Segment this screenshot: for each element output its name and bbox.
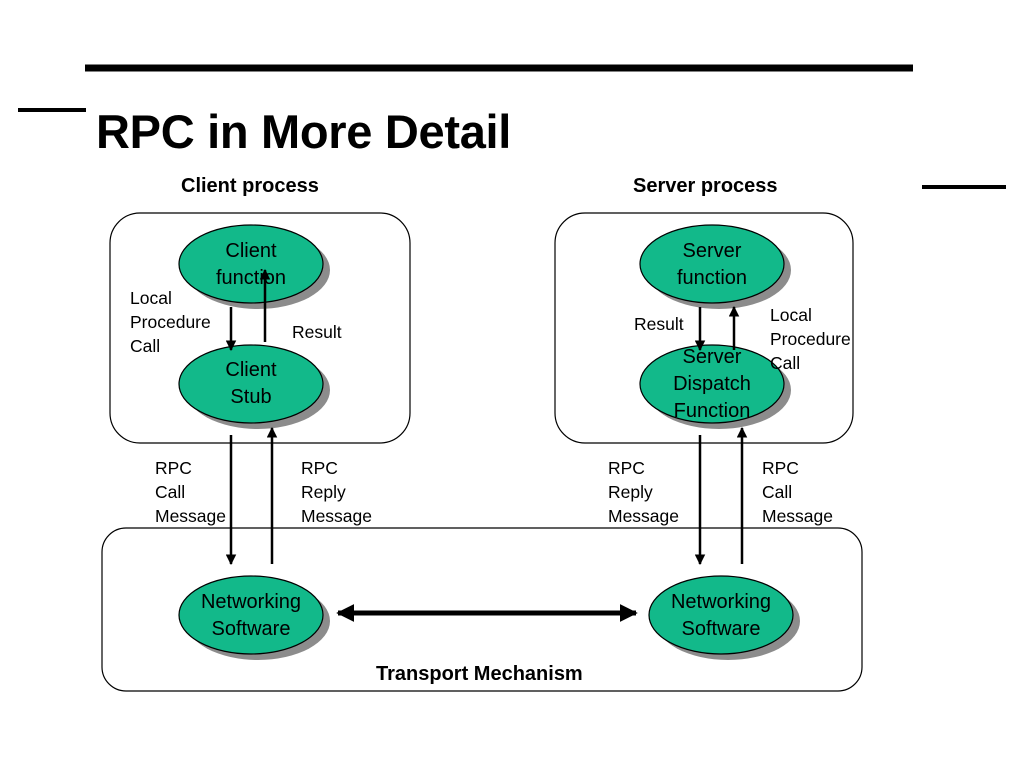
- transport-mechanism-box: [101, 527, 863, 692]
- server-networking-label: Networking Software: [670, 591, 772, 640]
- server-dispatch-node: [639, 344, 785, 424]
- server-rpc-reply-label: RPC Reply Message: [608, 458, 680, 526]
- slide-title: RPC in More Detail: [96, 105, 512, 158]
- server-rpc-call-label: RPC Call Message: [762, 458, 834, 526]
- server-result-label: Result: [634, 314, 684, 334]
- client-rpc-call-label: RPC Call Message: [155, 458, 227, 526]
- client-function-node: [178, 224, 324, 304]
- server-networking-node: [648, 575, 794, 655]
- server-function-label: Server function: [676, 240, 748, 289]
- client-stub-node: [178, 344, 324, 424]
- server-process-heading: Server process: [633, 175, 778, 197]
- client-networking-label: Networking Software: [200, 591, 302, 640]
- server-local-call-label: Local Procedure Call: [770, 305, 851, 373]
- server-process-box: [554, 212, 854, 444]
- client-process-box: [109, 212, 411, 444]
- server-function-node: [639, 224, 785, 304]
- server-dispatch-label: Server Dispatch Function: [673, 346, 751, 422]
- client-stub-label: Client Stub: [225, 359, 277, 408]
- client-local-call-label: Local Procedure Call: [130, 288, 211, 356]
- client-function-label: Client function: [215, 240, 287, 289]
- client-rpc-reply-label: RPC Reply Message: [301, 458, 373, 526]
- transport-mechanism-heading: Transport Mechanism: [376, 663, 583, 685]
- client-networking-node: [178, 575, 324, 655]
- client-result-label: Result: [292, 322, 342, 342]
- client-process-heading: Client process: [181, 175, 319, 197]
